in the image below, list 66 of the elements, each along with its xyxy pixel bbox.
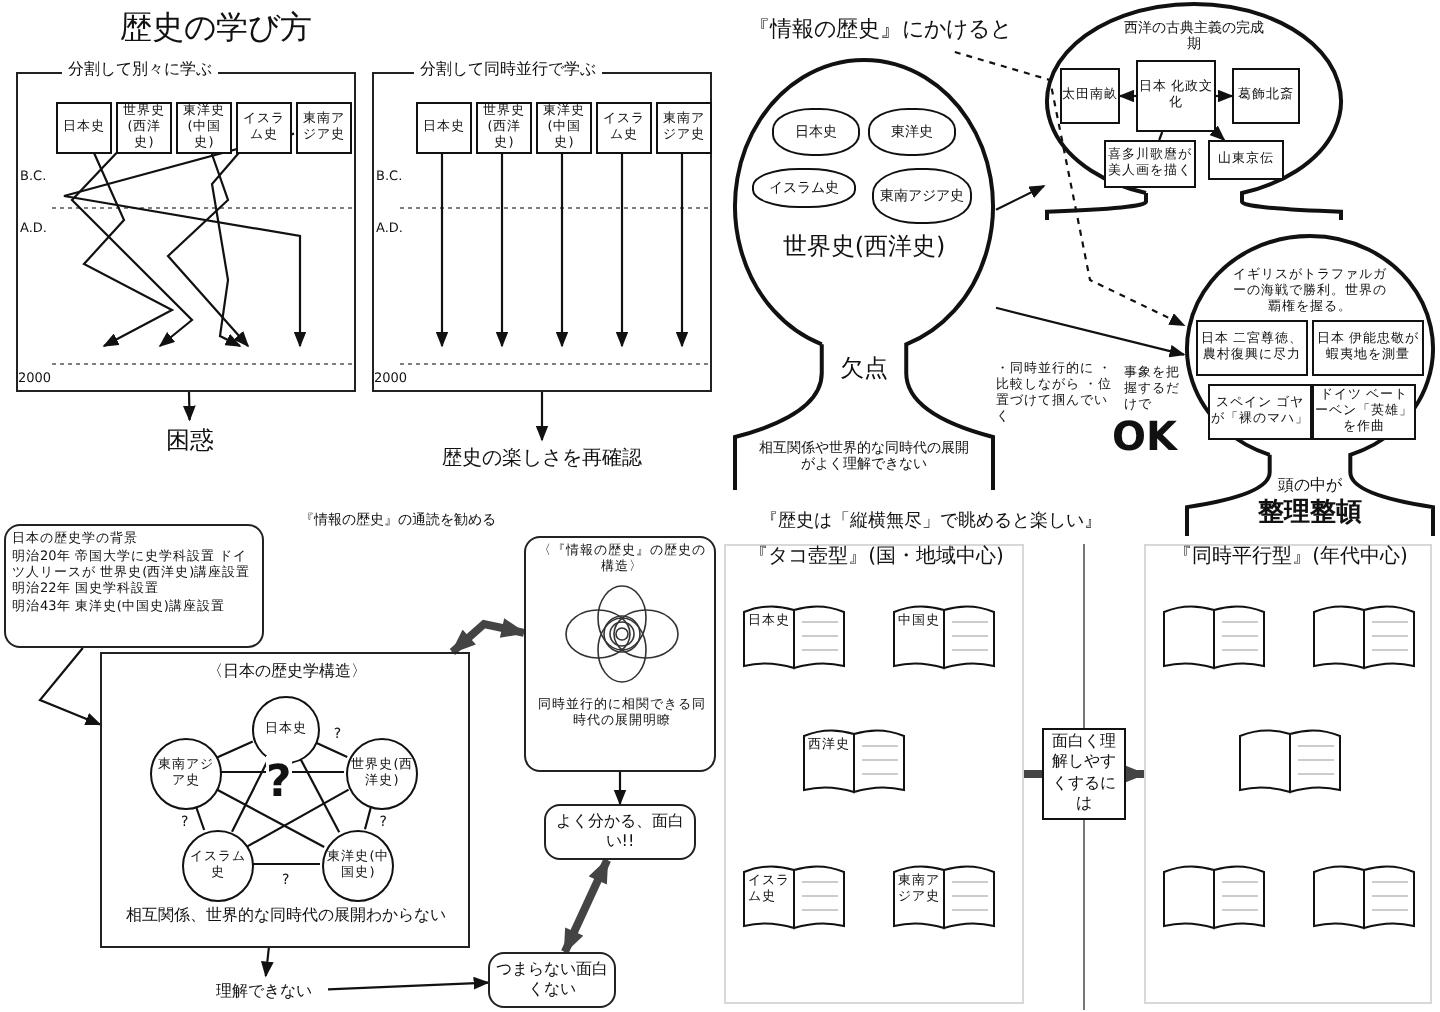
head-silhouette xyxy=(1044,4,1344,220)
panel-heading: 分割して別々に学ぶ xyxy=(62,60,218,80)
panel-heading: 『タコ壺型』(国・地域中心) xyxy=(746,546,1006,570)
arrow xyxy=(1209,125,1226,142)
panel-heading: 『同時平行型』(年代中心) xyxy=(1170,546,1410,570)
arrow xyxy=(954,50,1186,327)
head-caption: 整理整頓 xyxy=(1256,498,1364,530)
connector-line xyxy=(363,806,373,830)
connector-line xyxy=(252,862,320,866)
head-silhouette xyxy=(1184,236,1436,536)
heading-text: 『情報の歴史』にかけると xyxy=(730,8,1030,52)
open-book-icon xyxy=(1312,862,1416,934)
panel-heading: 分割して同時並行で学ぶ xyxy=(414,60,602,80)
arrow xyxy=(38,647,102,726)
result-text: 歴史の楽しさを再確認 xyxy=(380,440,704,480)
comparison-panel xyxy=(724,544,1024,1004)
note-card: よく分かる、面白い!! xyxy=(544,804,696,860)
result-text: 理解できない xyxy=(200,976,328,1008)
connector-line xyxy=(1158,131,1164,141)
arrow xyxy=(995,306,1186,358)
open-book-icon xyxy=(1162,862,1266,934)
note-card xyxy=(524,536,716,772)
open-book-icon xyxy=(1162,602,1266,674)
panel-heading: 〈日本の歴史学構造〉 xyxy=(205,662,369,682)
arrow xyxy=(260,947,274,978)
page-title: 歴史の学び方 xyxy=(120,8,312,50)
arrow xyxy=(613,772,627,806)
arrow xyxy=(675,152,689,348)
arrow xyxy=(435,152,449,348)
comparison-panel xyxy=(1144,544,1432,1004)
arrow xyxy=(1216,89,1234,103)
result-text: 困惑 xyxy=(140,420,240,460)
connector-line xyxy=(314,741,348,758)
head-caption: 世界史(西洋史) xyxy=(780,232,948,261)
head-silhouette xyxy=(732,60,996,490)
arrow xyxy=(210,151,242,347)
note-card xyxy=(4,524,264,648)
arrow xyxy=(70,151,194,347)
connector-line xyxy=(231,757,270,833)
open-book-icon xyxy=(1238,726,1342,798)
connector-line xyxy=(246,788,350,848)
structure-frame xyxy=(100,652,470,948)
arrow xyxy=(327,976,490,991)
arrow xyxy=(182,391,196,422)
double-arrow xyxy=(561,857,611,955)
connector-line xyxy=(194,805,206,831)
arrow xyxy=(535,392,549,442)
head-caption: 頭の中が xyxy=(1276,476,1344,496)
note-card: つまらない面白くない xyxy=(488,952,616,1008)
section-title: 『歴史は「縦横無尽」で眺めると楽しい』 xyxy=(760,512,1102,535)
arrow xyxy=(555,152,569,348)
arrow xyxy=(62,132,307,348)
arrow xyxy=(1118,89,1136,103)
arrow xyxy=(82,151,175,347)
connector-line xyxy=(215,788,325,848)
arrow xyxy=(615,152,629,348)
connector-line xyxy=(299,757,341,833)
head-caption: 欠点 xyxy=(838,354,890,383)
arrow xyxy=(495,152,509,348)
arrow xyxy=(166,151,250,348)
double-arrow xyxy=(449,618,527,655)
arrow xyxy=(995,185,1046,211)
panel-heading: 相互関係、世界的な同時代の展開わからない xyxy=(126,906,446,926)
connector-line xyxy=(216,740,254,759)
open-book-icon xyxy=(1312,602,1416,674)
edge-label: 面白く理解しやすくするには xyxy=(1042,728,1126,820)
